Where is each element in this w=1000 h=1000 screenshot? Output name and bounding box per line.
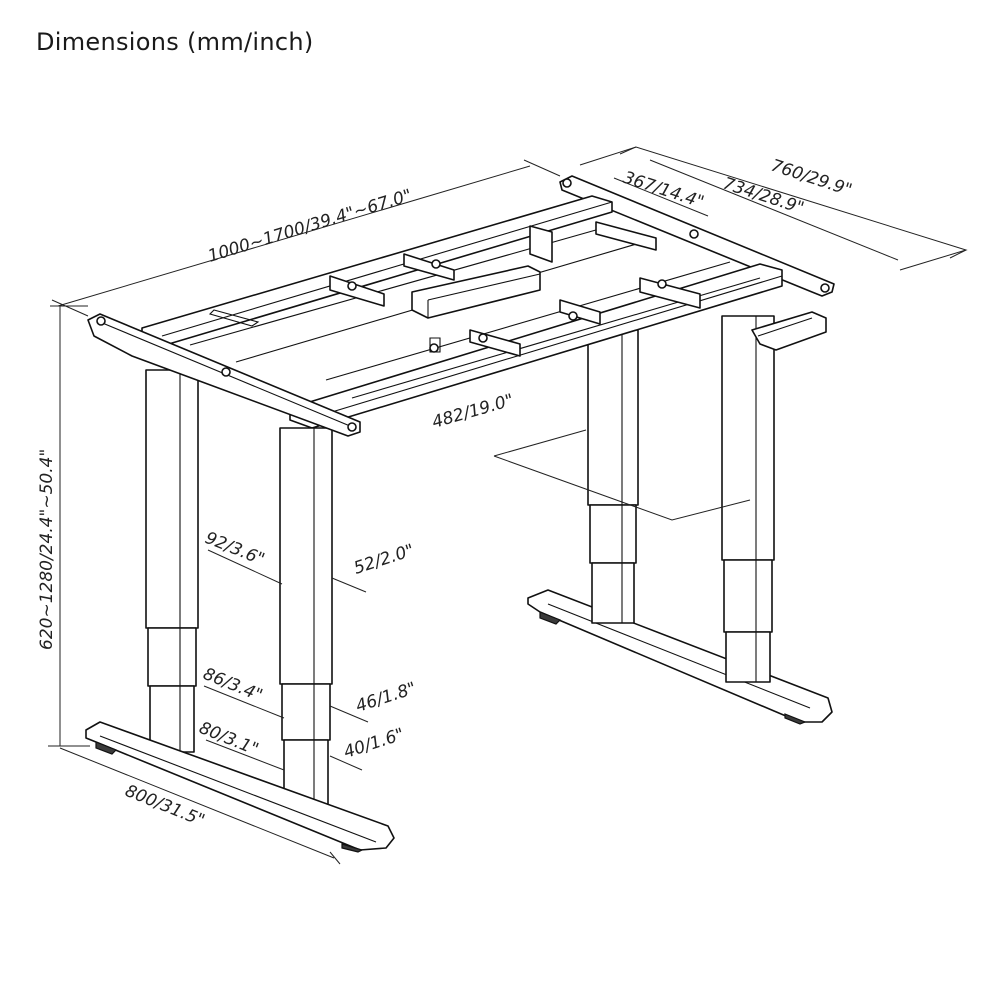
tube2-depth-label: 86/3.4" bbox=[200, 664, 265, 706]
foot-length-label: 800/31.5" bbox=[122, 781, 207, 831]
left-top-bracket bbox=[87, 313, 361, 437]
cross-brackets bbox=[329, 221, 701, 357]
tube1-depth-label: 92/3.6" bbox=[202, 528, 267, 570]
page-title: Dimensions (mm/inch) bbox=[36, 28, 314, 56]
tube2-width-label: 46/1.8" bbox=[353, 679, 418, 717]
left-foot bbox=[85, 721, 395, 853]
tube1-width-label: 52/2.0" bbox=[351, 541, 416, 579]
right-foot bbox=[527, 589, 833, 725]
left-leg-front bbox=[279, 427, 333, 807]
crossbar-label: 482/19.0" bbox=[430, 390, 516, 432]
right-leg-front bbox=[721, 315, 775, 683]
left-leg-rear bbox=[145, 369, 199, 753]
control-handset bbox=[751, 311, 827, 351]
control-box bbox=[411, 265, 541, 319]
dimension-lines bbox=[48, 146, 968, 865]
height-range-label: 620~1280/24.4"~50.4" bbox=[37, 449, 57, 650]
tube3-depth-label: 80/3.1" bbox=[196, 718, 261, 760]
width-range-label: 1000~1700/39.4"~67.0" bbox=[206, 186, 415, 267]
right-leg-rear bbox=[587, 329, 639, 624]
tube3-width-label: 40/1.6" bbox=[341, 725, 406, 763]
